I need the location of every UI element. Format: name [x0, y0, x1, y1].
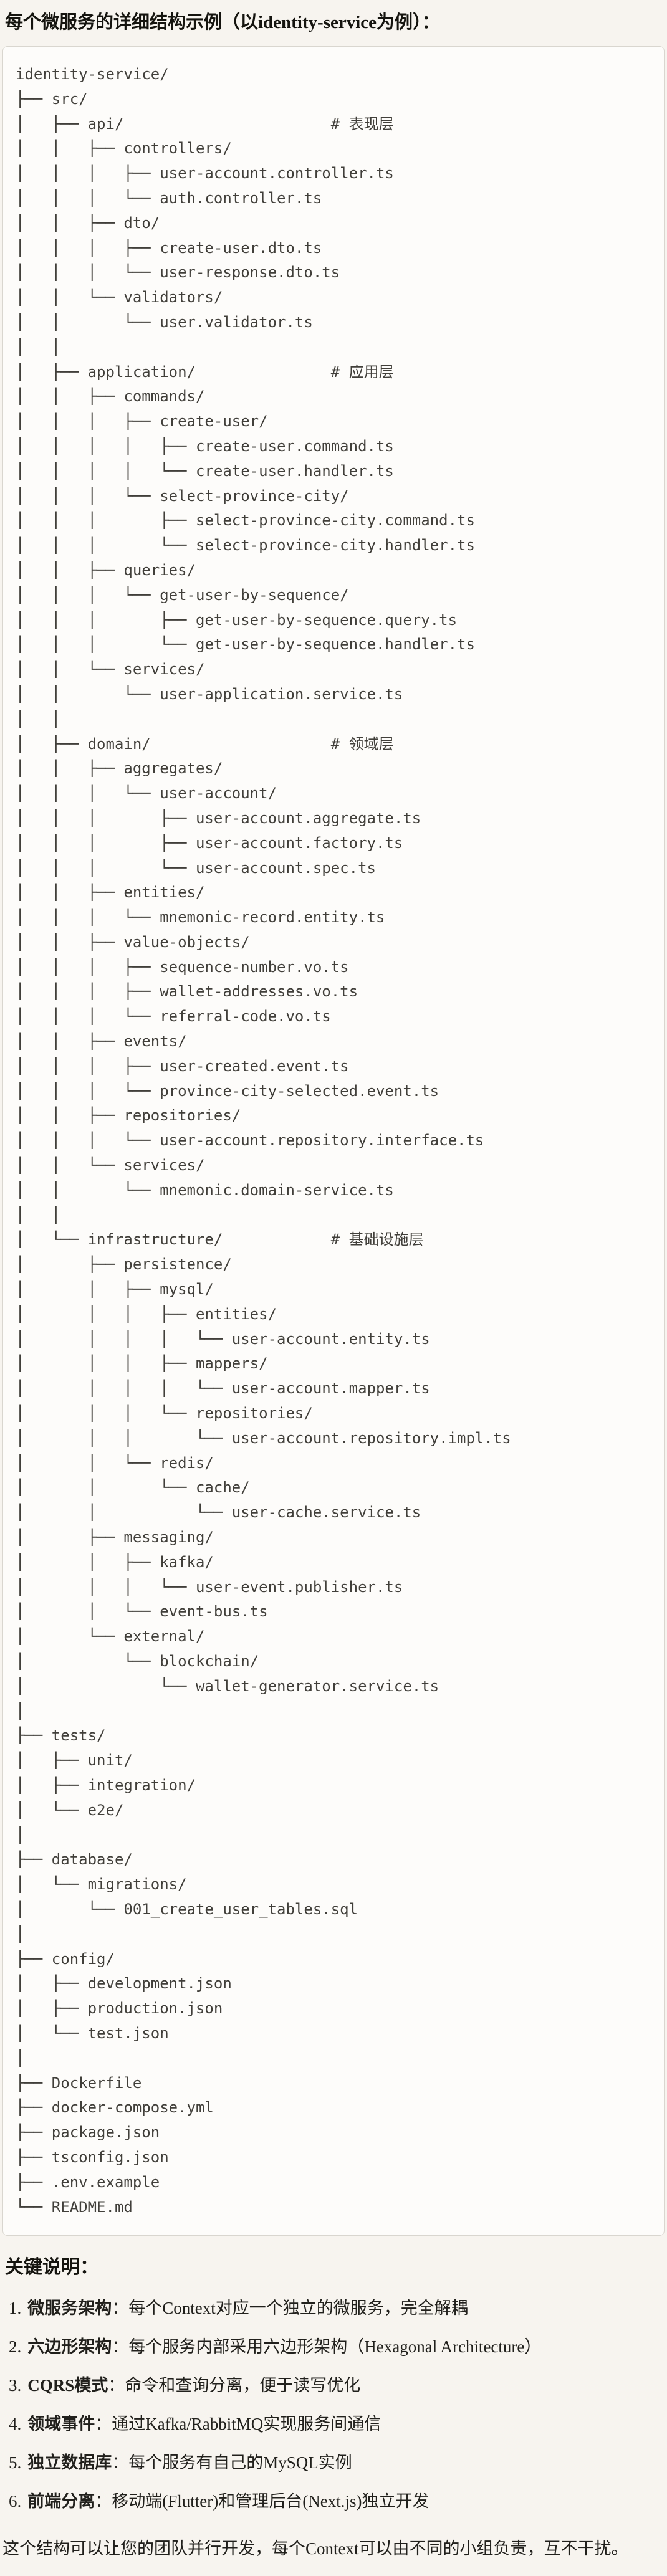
page-title: 每个微服务的详细结构示例（以identity-service为例）： [5, 12, 440, 32]
note-item: 6. 前端分离：移动端(Flutter)和管理后台(Next.js)独立开发 [5, 2489, 662, 2514]
note-item: 4. 领域事件：通过Kafka/RabbitMQ实现服务间通信 [5, 2411, 662, 2436]
note-item: 1. 微服务架构：每个Context对应一个独立的微服务，完全解耦 [5, 2296, 662, 2321]
note-label: 前端分离 [27, 2492, 95, 2511]
note-text: ：每个服务内部采用六边形架构（Hexagonal Architecture） [112, 2337, 542, 2357]
note-label: CQRS模式 [27, 2376, 108, 2395]
closing-paragraph: 这个结构可以让您的团队并行开发，每个Context可以由不同的小组负责，互不干扰… [2, 2539, 628, 2559]
code-block: identity-service/ ├── src/ │ ├── api/ # … [2, 46, 665, 2236]
note-number: 5. [9, 2453, 22, 2473]
note-number: 6. [9, 2492, 22, 2511]
note-text: ：移动端(Flutter)和管理后台(Next.js)独立开发 [95, 2492, 429, 2511]
note-number: 2. [9, 2337, 22, 2357]
note-item: 2.六边形架构：每个服务内部采用六边形架构（Hexagonal Architec… [5, 2334, 662, 2359]
note-label: 独立数据库 [27, 2453, 112, 2473]
notes-heading: 关键说明： [5, 2257, 98, 2278]
note-number: 3. [9, 2376, 22, 2395]
note-text: ：每个服务有自己的MySQL实例 [112, 2453, 352, 2473]
note-label: 六边形架构 [27, 2337, 112, 2357]
note-number: 1. [9, 2299, 22, 2318]
notes-section: 关键说明： 1. 微服务架构：每个Context对应一个独立的微服务，完全解耦 2.… [2, 2256, 665, 2561]
note-text: ：通过Kafka/RabbitMQ实现服务间通信 [95, 2415, 381, 2434]
note-item: 3. CQRS模式：命令和查询分离，便于读写优化 [5, 2373, 662, 2398]
note-number: 4. [9, 2415, 22, 2434]
note-item: 5.独立数据库：每个服务有自己的MySQL实例 [5, 2450, 662, 2475]
file-tree: identity-service/ ├── src/ │ ├── api/ # … [16, 65, 511, 2216]
note-text: ：命令和查询分离，便于读写优化 [108, 2376, 361, 2395]
note-label: 微服务架构 [27, 2299, 112, 2318]
note-text: ：每个Context对应一个独立的微服务，完全解耦 [112, 2299, 468, 2318]
note-label: 领域事件 [27, 2415, 95, 2434]
